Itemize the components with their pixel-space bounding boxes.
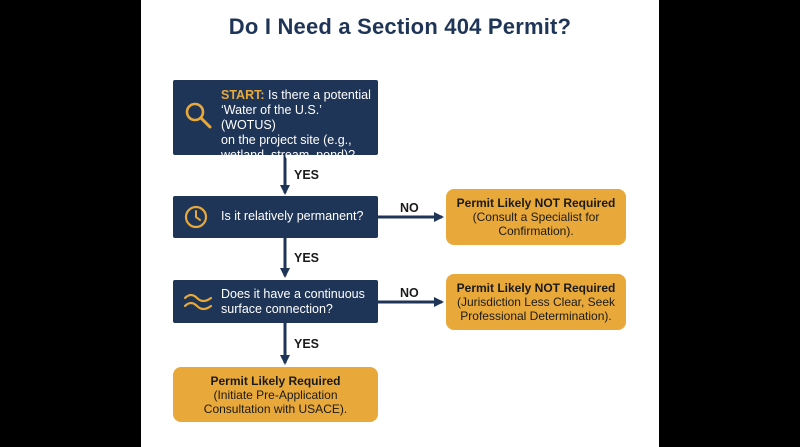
q2-text: Is it relatively permanent? (221, 209, 364, 223)
edge-label-yes-3: YES (294, 337, 320, 351)
start-question-text: START: Is there a potential ‘Water of th… (221, 88, 376, 163)
r3-head: Permit Likely Required (210, 374, 341, 388)
q1-line-2: ‘Water of the U.S.’ (WOTUS) (221, 103, 322, 132)
start-question-node: START: Is there a potential ‘Water of th… (173, 80, 378, 162)
r2-line-1: (Jurisdiction Less Clear, Seek (456, 295, 616, 309)
page-title: Do I Need a Section 404 Permit? (228, 14, 572, 39)
q1-line-4: wetland, stream, pond)? (221, 148, 356, 162)
result-not-required-1: Permit Likely NOT Required (Consult a Sp… (446, 189, 626, 245)
edge-label-no-1: NO (400, 201, 419, 215)
r3-line-2: Consultation with USACE). (203, 402, 348, 416)
edge-label-yes-1: YES (294, 168, 320, 182)
r3-line-1: (Initiate Pre-Application (213, 388, 338, 402)
result-not-required-2: Permit Likely NOT Required (Jurisdiction… (446, 274, 626, 330)
start-label: START: (221, 88, 265, 102)
clock-icon (183, 204, 209, 235)
r2-line-2: Professional Determination). (460, 309, 612, 323)
q1-line-1: Is there a potential (268, 88, 371, 102)
r2-head: Permit Likely NOT Required (456, 281, 616, 295)
q1-line-3: on the project site (e.g., (221, 133, 352, 147)
q3-line-1: Does it have a continuous (221, 287, 365, 301)
edge-label-yes-2: YES (294, 251, 320, 265)
r1-line-1: (Consult a Specialist for (472, 210, 600, 224)
result-required: Permit Likely Required (Initiate Pre-App… (173, 367, 378, 422)
edge-label-no-2: NO (400, 286, 419, 300)
connection-question-node: Does it have a continuous surface connec… (173, 280, 378, 323)
q3-text: Does it have a continuous surface connec… (221, 287, 376, 317)
wave-icon (183, 289, 213, 320)
q3-line-2: surface connection? (221, 302, 333, 316)
r1-line-2: Confirmation). (498, 224, 574, 238)
magnifier-icon (183, 100, 213, 135)
r1-head: Permit Likely NOT Required (456, 196, 616, 210)
permanence-question-node: Is it relatively permanent? (173, 196, 378, 238)
